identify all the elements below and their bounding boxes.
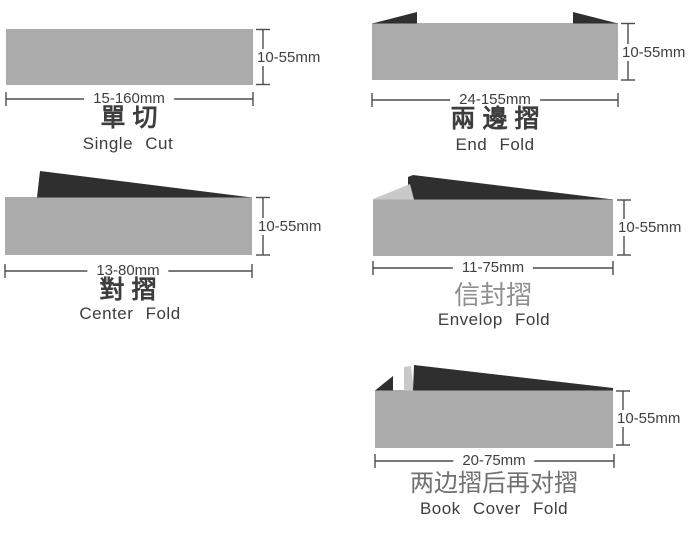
book-cover-fold-body: [375, 390, 613, 448]
end-fold-right-flap: [573, 12, 618, 24]
book-cover-fold-spine: [404, 366, 414, 391]
end-fold-body: [372, 23, 618, 80]
envelop-fold-title-zh: 信封摺: [453, 280, 533, 310]
end-fold-shape: [371, 12, 635, 107]
end-fold-width-label: 24-155mm: [450, 92, 540, 108]
center-fold-top-flap: [37, 171, 252, 198]
center-fold-shape: [4, 171, 270, 278]
envelop-fold-shape: [372, 175, 631, 275]
book-cover-fold-title-en: Book Cover Fold: [419, 499, 569, 518]
single-cut-body: [6, 29, 253, 85]
center-fold-height-label: 10-55mm: [256, 218, 324, 235]
envelop-fold-top-flap: [408, 175, 613, 200]
envelop-fold-body: [373, 199, 613, 256]
book-cover-fold-height-label: 10-55mm: [615, 410, 683, 427]
single-cut-title-zh: 單 切: [100, 104, 158, 132]
center-fold-width-label: 13-80mm: [87, 263, 169, 279]
envelop-fold-title-en: Envelop Fold: [437, 310, 551, 329]
single-cut-shape: [5, 28, 270, 106]
center-fold-title-zh: 對 摺: [99, 276, 157, 304]
single-cut-width-label: 15-160mm: [84, 91, 174, 107]
end-fold-title-en: End Fold: [455, 135, 535, 154]
end-fold-left-flap: [372, 12, 417, 24]
center-fold-title-en: Center Fold: [79, 304, 181, 323]
end-fold-title-zh: 兩 邊 摺: [450, 105, 540, 133]
book-cover-fold-left-flap: [375, 376, 393, 391]
book-cover-fold-top-flap: [413, 365, 613, 391]
envelop-fold-corner-flap: [372, 184, 414, 200]
center-fold-body: [5, 197, 252, 255]
single-cut-title-en: Single Cut: [82, 134, 174, 153]
book-cover-fold-width-label: 20-75mm: [453, 453, 535, 469]
book-cover-fold-title-zh: 两边摺后再对摺: [410, 470, 578, 497]
envelop-fold-height-label: 10-55mm: [616, 219, 684, 236]
envelop-fold-width-label: 11-75mm: [452, 260, 534, 276]
end-fold-height-label: 10-55mm: [620, 44, 688, 61]
single-cut-height-label: 10-55mm: [255, 49, 323, 66]
